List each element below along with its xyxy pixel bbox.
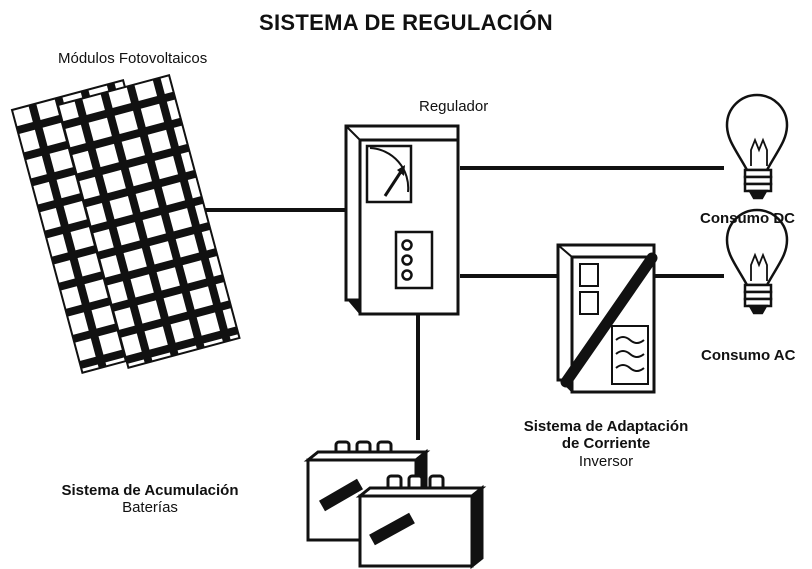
- inverter-title-line2: de Corriente: [561, 435, 651, 453]
- storage-subtitle: Baterías: [122, 499, 178, 517]
- inverter-title-line1: Sistema de Adaptación: [523, 418, 689, 435]
- solar-panels-icon: [10, 74, 241, 374]
- inverter-icon: [556, 243, 658, 394]
- battery-front-icon: [355, 474, 487, 569]
- dc-bulb-icon: [725, 93, 789, 200]
- diagram-title: SISTEMA DE REGULACIÓN: [259, 10, 553, 35]
- storage-label: Sistema de Acumulación Baterías: [30, 482, 270, 517]
- solar-modules-label: Módulos Fotovoltaicos: [58, 50, 208, 67]
- storage-title: Sistema de Acumulación: [61, 482, 239, 499]
- ac-load-label: Consumo AC: [701, 347, 796, 364]
- inverter-subtitle: Inversor: [578, 452, 634, 470]
- ac-bulb-icon: [725, 208, 789, 315]
- connection-wires: [198, 166, 724, 440]
- regulator-icon: [344, 124, 460, 316]
- inverter-label: Sistema de Adaptación de Corriente Inver…: [486, 418, 726, 470]
- dc-load-label: Consumo DC: [700, 210, 795, 227]
- regulator-label: Regulador: [419, 98, 489, 115]
